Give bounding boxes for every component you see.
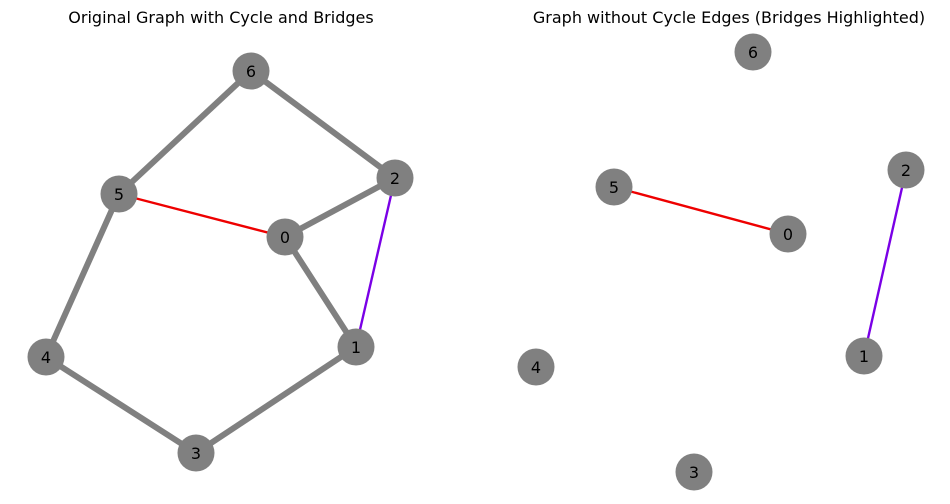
left-node-label-3: 3 bbox=[191, 444, 201, 463]
left-node-label-5: 5 bbox=[114, 185, 124, 204]
left-edge-5-0-bridge bbox=[118, 192, 286, 239]
left-node-label-6: 6 bbox=[246, 62, 256, 81]
right-node-4 bbox=[517, 348, 555, 386]
right-node-label-5: 5 bbox=[609, 178, 619, 197]
right-node-label-4: 4 bbox=[531, 358, 541, 377]
left-edge-2-0-cycle bbox=[283, 175, 397, 240]
left-node-5 bbox=[100, 175, 138, 213]
left-node-label-2: 2 bbox=[390, 169, 400, 188]
left-edge-2-1-bridge bbox=[354, 177, 397, 348]
right-node-label-3: 3 bbox=[689, 463, 699, 482]
right-node-1 bbox=[845, 337, 883, 375]
right-node-5 bbox=[595, 168, 633, 206]
right-panel-title: Graph without Cycle Edges (Bridges Highl… bbox=[532, 8, 926, 27]
left-node-1 bbox=[337, 328, 375, 366]
left-node-0 bbox=[266, 218, 304, 256]
right-node-label-0: 0 bbox=[783, 225, 793, 244]
right-node-6 bbox=[734, 33, 772, 71]
left-edge-1-3-cycle bbox=[194, 344, 358, 456]
right-edge-2-1-bridge bbox=[862, 169, 908, 357]
right-node-3 bbox=[675, 453, 713, 491]
left-edge-3-4-cycle bbox=[44, 354, 198, 456]
left-edge-4-5-cycle bbox=[43, 192, 122, 359]
left-panel-title: Original Graph with Cycle and Bridges bbox=[68, 8, 374, 27]
right-node-2 bbox=[887, 151, 925, 189]
right-node-label-1: 1 bbox=[859, 347, 869, 366]
right-graph-panel: 0 1 2 3 4 5 6 bbox=[517, 33, 925, 491]
left-edge-6-2-cycle bbox=[249, 68, 397, 181]
left-edge-6-5-cycle bbox=[116, 68, 254, 197]
right-node-label-2: 2 bbox=[901, 161, 911, 180]
right-node-label-6: 6 bbox=[748, 43, 758, 62]
right-edge-5-0-bridge bbox=[613, 185, 789, 236]
right-node-0 bbox=[769, 215, 807, 253]
left-node-3 bbox=[177, 434, 215, 472]
left-node-6 bbox=[232, 52, 270, 90]
left-node-2 bbox=[376, 159, 414, 197]
left-node-label-1: 1 bbox=[351, 338, 361, 357]
left-node-label-0: 0 bbox=[280, 228, 290, 247]
left-graph-panel: 0 1 2 3 4 5 6 bbox=[27, 52, 414, 472]
left-node-4 bbox=[27, 338, 65, 376]
left-edge-0-1-cycle bbox=[282, 235, 359, 349]
left-node-label-4: 4 bbox=[41, 348, 51, 367]
